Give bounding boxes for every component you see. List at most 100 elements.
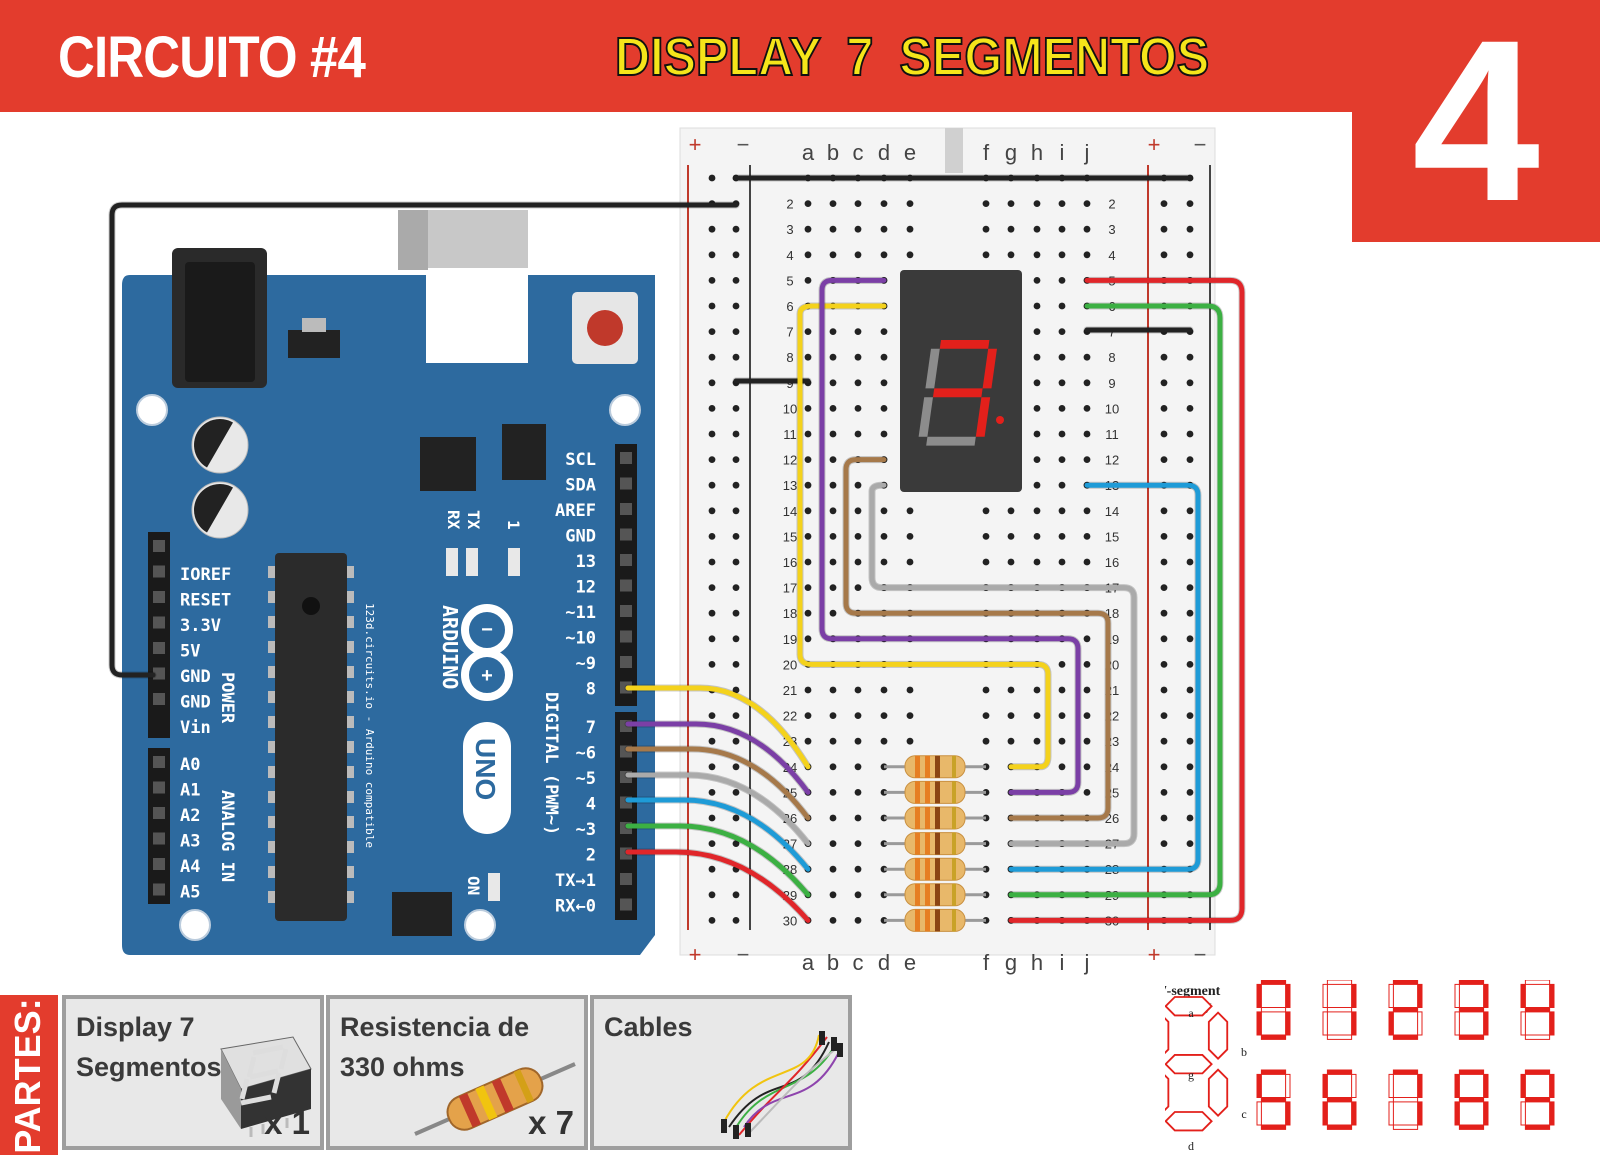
legend-digit — [1454, 1069, 1489, 1130]
rail-plus-label: + — [689, 942, 702, 967]
chip-pin — [347, 691, 354, 703]
resistor-band — [925, 832, 930, 855]
breadboard-hole — [829, 379, 837, 387]
rail-hole — [708, 277, 716, 284]
breadboard-hole — [1007, 558, 1015, 566]
resistor-band — [925, 858, 930, 881]
rail-hole — [732, 712, 740, 719]
row-label: 30 — [783, 913, 797, 928]
row-label: 8 — [1108, 350, 1115, 365]
cables-part-icon — [721, 1031, 843, 1139]
breadboard-hole — [906, 712, 914, 719]
breadboard-hole — [1007, 507, 1015, 515]
rail-hole — [708, 917, 716, 924]
tx-label: TX — [464, 510, 483, 530]
breadboard-hole — [1083, 533, 1091, 540]
column-label: f — [983, 140, 990, 165]
segment-outline-f — [1165, 1017, 1170, 1055]
breadboard-hole — [1058, 737, 1066, 745]
rail-hole — [1186, 379, 1194, 387]
breadboard-hole — [854, 328, 862, 335]
resistor-band — [935, 909, 940, 932]
power-pin-label: Vin — [180, 718, 211, 738]
header-socket — [620, 630, 632, 643]
seven-segment-display — [900, 270, 1022, 492]
legend-digit — [1256, 980, 1291, 1040]
rail-hole — [1186, 584, 1194, 591]
rail-hole — [708, 661, 716, 668]
chip-pin — [268, 766, 275, 778]
breadboard-hole — [829, 200, 837, 208]
digital-pin-label: 13 — [576, 552, 596, 572]
rail-hole — [732, 405, 740, 412]
breadboard-hole — [906, 558, 914, 566]
chip-pin — [347, 641, 354, 653]
row-label: 22 — [783, 709, 797, 724]
rail-hole — [1160, 712, 1168, 719]
breadboard-hole — [880, 405, 888, 412]
header-socket — [153, 540, 165, 552]
legend-digit-segment — [1524, 1007, 1551, 1013]
column-label: a — [802, 140, 815, 165]
power-pin-label: RESET — [180, 591, 231, 611]
mounting-hole — [609, 394, 641, 426]
rail-hole — [1160, 430, 1168, 438]
header-socket — [153, 883, 165, 896]
segment-letter-label: c — [1241, 1107, 1246, 1121]
segment-outline-d — [1165, 1111, 1213, 1132]
resistor-band — [925, 807, 930, 829]
breadboard-hole — [829, 865, 837, 873]
row-label: 17 — [783, 581, 797, 596]
pin-wire — [625, 849, 811, 923]
legend-digit-segment — [1260, 980, 1287, 985]
legend-digit-segment — [1351, 1011, 1357, 1036]
display-segment — [982, 348, 997, 389]
legend-digit-segment — [1520, 1011, 1526, 1036]
header-socket — [153, 667, 165, 680]
row-label: 25 — [783, 785, 797, 800]
breadboard-hole — [1033, 533, 1041, 540]
breadboard-hole — [854, 379, 862, 387]
breadboard-hole — [1083, 379, 1091, 387]
legend-digit-segment — [1326, 1097, 1353, 1103]
breadboard-hole — [906, 200, 914, 208]
breadboard-hole — [1058, 712, 1066, 719]
digital-pin-label: 2 — [586, 846, 596, 866]
breadboard-hole — [854, 865, 862, 873]
rail-hole — [1160, 686, 1168, 694]
rail-hole — [1160, 584, 1168, 591]
breadboard-hole — [1033, 225, 1041, 233]
column-label: h — [1031, 950, 1043, 975]
atmega-chip — [275, 553, 347, 921]
rail-hole — [708, 507, 716, 515]
part-cables: Cables — [590, 995, 852, 1150]
row-label: 13 — [783, 478, 797, 493]
legend-digit-segment — [1388, 983, 1394, 1009]
rail-hole — [1160, 814, 1168, 822]
resistor-band — [952, 832, 956, 855]
part-resistor-qty: x 7 — [528, 1104, 574, 1141]
rail-hole — [708, 737, 716, 745]
pin-wire — [625, 797, 811, 872]
rail-hole — [1186, 558, 1194, 566]
breadboard-hole — [880, 533, 888, 540]
pin-wire — [625, 746, 811, 821]
chip-pin — [268, 891, 275, 903]
breadboard-hole — [1083, 405, 1091, 412]
uno-label: UNO — [470, 738, 501, 800]
legend-digit-segment — [1454, 1073, 1460, 1099]
breadboard-hole — [854, 917, 862, 924]
segment-wire-green — [1008, 303, 1223, 898]
segment-outline-g — [1165, 1054, 1213, 1075]
rail-minus-label: − — [737, 132, 750, 157]
circuit-number-badge: 4 — [1352, 0, 1600, 242]
rail-hole — [732, 840, 740, 847]
column-label: i — [1060, 140, 1065, 165]
breadboard-hole — [854, 481, 862, 489]
legend-digit-segment — [1524, 1069, 1551, 1075]
rail-hole — [708, 379, 716, 387]
breadboard-hole — [804, 353, 812, 361]
legend-digit-segment — [1351, 1101, 1357, 1126]
row-label: 19 — [783, 632, 797, 647]
resistor-band — [935, 832, 940, 855]
